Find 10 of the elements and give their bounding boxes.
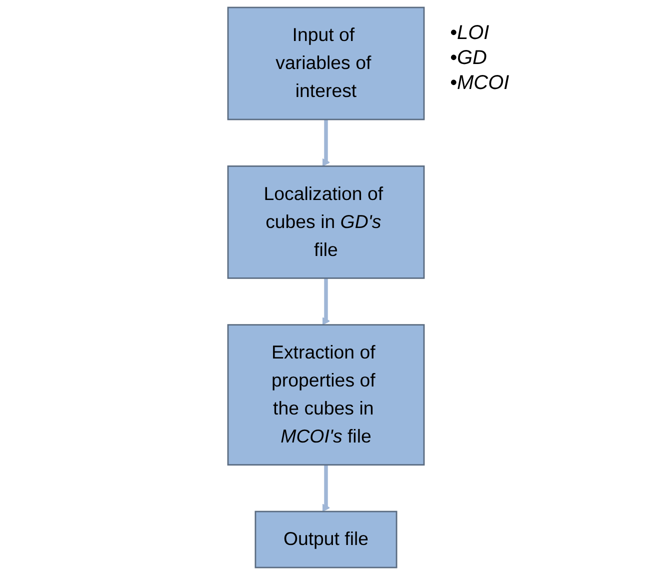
process-box: Output file [254,510,398,568]
process-box: Input of variables of interest [227,6,425,120]
bullet-list-item: •MCOI [450,72,510,95]
arrow [322,118,330,167]
arrow [322,462,330,512]
arrow [322,276,330,326]
bullet-list-item: •GD [450,47,488,70]
bullet-list-item: •LOI [450,22,490,45]
process-box: Localization of cubes in GD's file [227,165,425,279]
process-box: Extraction of properties of the cubes in MCOI's file [227,324,425,466]
